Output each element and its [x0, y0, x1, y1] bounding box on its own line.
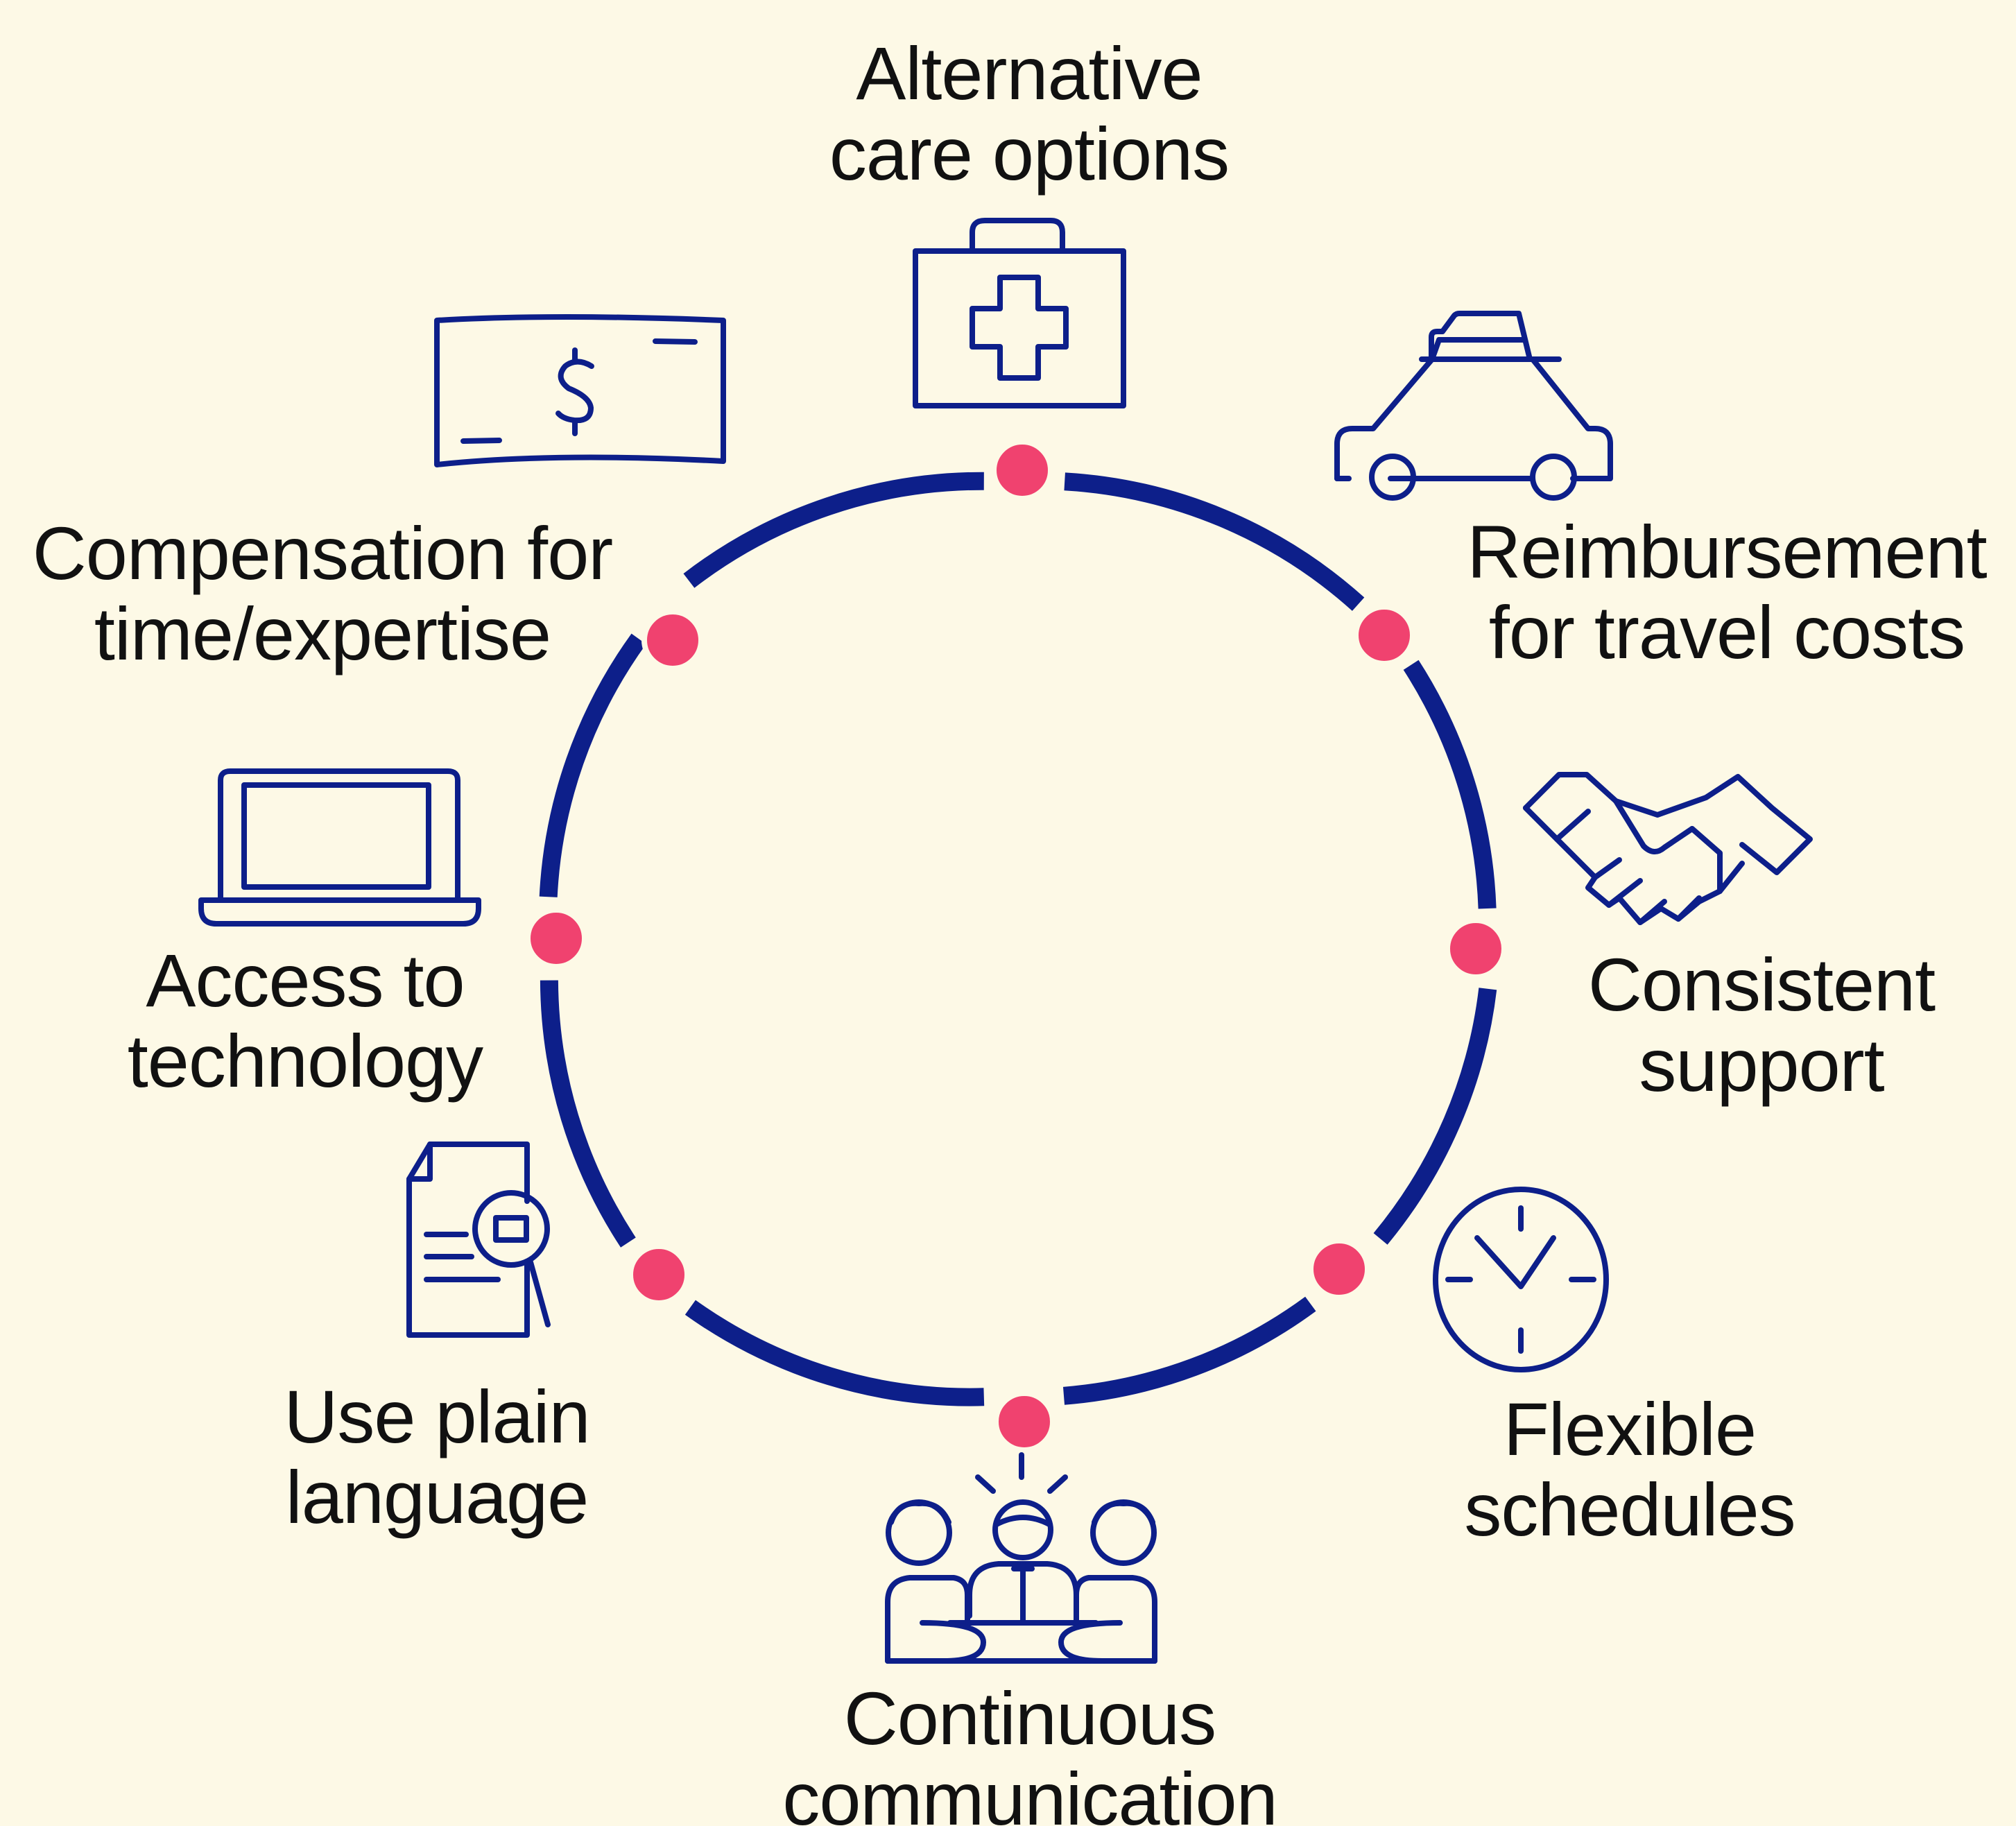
label-communication: Continuous communication: [735, 1678, 1325, 1826]
label-compensation-line1: Compensation for: [32, 511, 613, 595]
node-technology: [525, 907, 587, 970]
label-compensation-line2: time/expertise: [94, 592, 551, 675]
label-care-line1: Alternative: [856, 31, 1203, 115]
node-care: [991, 439, 1053, 501]
label-travel-line1: Reimbursement: [1467, 510, 1987, 594]
ring-segment: [683, 472, 984, 588]
node-communication: [993, 1390, 1056, 1453]
label-language-line1: Use plain: [284, 1375, 590, 1458]
node-support: [1445, 918, 1507, 980]
taxi-car-icon: [1334, 311, 1613, 501]
label-support: Consistent support: [1553, 945, 1970, 1105]
document-magnifier-icon: [406, 1142, 551, 1338]
laptop-icon: [198, 768, 481, 927]
dollar-bill-icon: [434, 314, 726, 467]
ring-segment: [684, 1300, 985, 1406]
cycle-nodes: [525, 439, 1507, 1453]
group-meeting-icon: [885, 1452, 1157, 1664]
ring-segment: [1373, 988, 1497, 1245]
label-travel: Reimbursement for travel costs: [1446, 512, 2008, 673]
node-travel: [1353, 604, 1415, 666]
label-technology: Access to technology: [97, 940, 513, 1101]
label-travel-line2: for travel costs: [1488, 590, 1965, 674]
label-communication-line1: Continuous: [843, 1676, 1216, 1760]
label-technology-line1: Access to: [146, 938, 465, 1022]
node-schedules: [1308, 1238, 1370, 1300]
label-schedules-line1: Flexible: [1503, 1387, 1757, 1471]
ring-segment: [540, 980, 636, 1248]
label-care: Alternative care options: [821, 33, 1237, 194]
cycle-ring: [539, 472, 1497, 1406]
clock-icon: [1433, 1187, 1609, 1372]
label-compensation: Compensation for time/expertise: [14, 513, 631, 674]
label-support-line2: support: [1639, 1023, 1884, 1107]
ring-segment: [539, 633, 646, 897]
label-technology-line2: technology: [127, 1019, 483, 1103]
label-care-line2: care options: [829, 112, 1230, 196]
ring-segment: [1064, 472, 1365, 611]
label-schedules: Flexible schedules: [1429, 1389, 1831, 1550]
node-compensation: [641, 609, 704, 671]
label-language-line2: language: [285, 1455, 589, 1539]
first-aid-kit-icon: [913, 218, 1126, 408]
node-language: [628, 1243, 690, 1306]
label-language: Use plain language: [243, 1377, 631, 1538]
ring-segment: [1062, 1296, 1316, 1405]
label-schedules-line2: schedules: [1464, 1467, 1795, 1551]
label-communication-line2: communication: [782, 1757, 1277, 1826]
handshake-icon: [1523, 772, 1813, 925]
ring-segment: [1403, 660, 1497, 909]
label-support-line1: Consistent: [1587, 942, 1936, 1026]
